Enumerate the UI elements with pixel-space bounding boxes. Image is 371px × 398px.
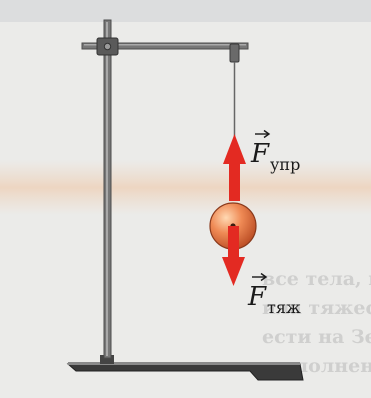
gravity-force-arrow-head [222, 257, 245, 286]
gravity-force-arrow-shaft [228, 226, 239, 260]
vector-arrowhead [260, 272, 268, 282]
vector-arrowhead [263, 129, 271, 139]
elastic-force-subscript: упр [270, 155, 300, 174]
rod-foot [100, 355, 114, 364]
gravity-force-symbol: F [247, 282, 267, 312]
top-strip [0, 0, 371, 22]
elastic-force-label: F упр [250, 129, 300, 174]
bleed-text-line: все тела, находя- [262, 268, 371, 290]
horizontal-arm-highlight [84, 44, 246, 46]
elastic-force-arrow-shaft [229, 160, 240, 201]
vertical-rod-highlight [106, 22, 108, 356]
gravity-force-label: F тяж [247, 272, 301, 317]
elastic-force-arrow-head [223, 134, 246, 164]
clamp-screw [103, 42, 112, 51]
bleed-band [0, 160, 371, 215]
bleed-text-line: ила тяжести. В ре- [262, 297, 371, 319]
horizontal-arm [81, 42, 249, 50]
stand-base-top [68, 362, 300, 365]
elastic-force-symbol: F [250, 139, 270, 169]
gravity-force-subscript: тяж [267, 298, 301, 317]
bleed-text-line: ести на Земле па- [262, 326, 371, 348]
hook [229, 43, 240, 63]
